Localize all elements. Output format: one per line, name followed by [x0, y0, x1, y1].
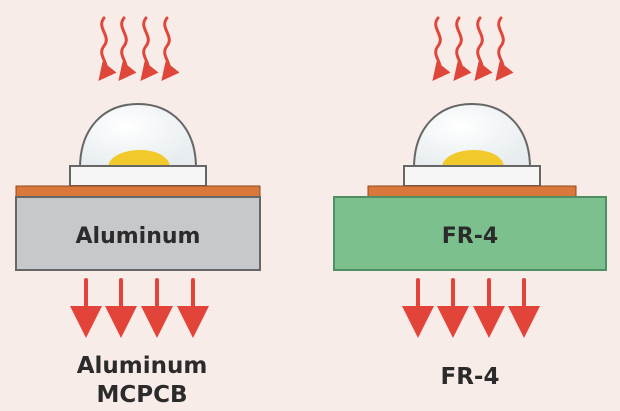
aluminum-caption-line2: MCPCB — [96, 382, 187, 408]
fr4-caption: FR-4 — [441, 364, 500, 390]
heat-waves-in-left — [98, 16, 180, 82]
heat-waves-in-right — [432, 16, 514, 82]
led-chip — [108, 150, 170, 166]
fr4-substrate-label: FR-4 — [442, 224, 498, 249]
heat-arrows-out-left — [70, 278, 209, 338]
led-base — [403, 165, 541, 187]
heat-wave — [474, 16, 493, 82]
aluminum-substrate-label: Aluminum — [76, 224, 201, 249]
heat-wave — [495, 16, 514, 82]
aluminum-assembly: Aluminum Aluminum MCPCB — [15, 16, 261, 408]
led-dome — [412, 102, 532, 169]
led-base — [69, 165, 207, 187]
aluminum-substrate — [15, 196, 261, 271]
copper-layer — [15, 185, 261, 198]
heat-wave — [161, 16, 180, 82]
heat-wave — [140, 16, 159, 82]
led-chip — [442, 150, 504, 166]
heat-wave — [118, 16, 137, 82]
copper-layer — [367, 185, 577, 198]
heat-wave — [98, 16, 117, 82]
led-dome — [78, 102, 198, 169]
fr4-substrate — [333, 196, 607, 271]
aluminum-caption-line1: Aluminum — [77, 353, 208, 379]
led-left — [69, 102, 207, 187]
heat-arrows-out-right — [402, 278, 540, 338]
fr4-assembly: FR-4 FR-4 — [333, 16, 607, 390]
heat-wave — [453, 16, 472, 82]
heat-wave — [432, 16, 451, 82]
led-right — [403, 102, 541, 187]
